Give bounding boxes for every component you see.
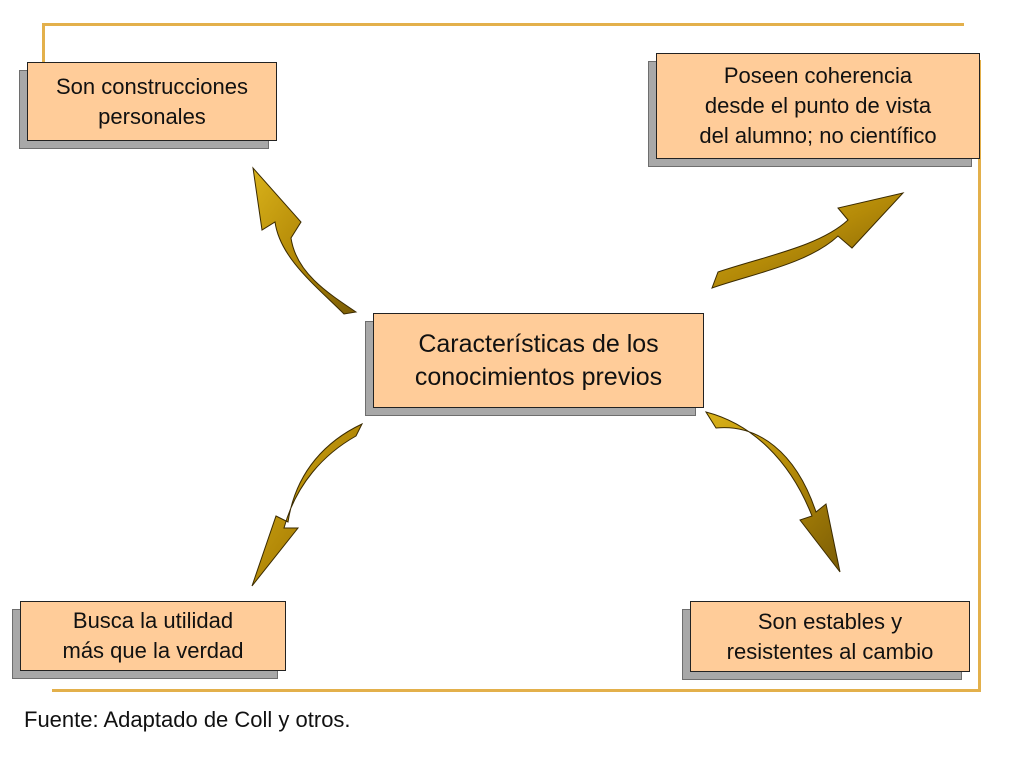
frame-top-line [42, 23, 964, 26]
center-title-line: Características de los [418, 329, 659, 358]
source-caption: Fuente: Adaptado de Coll y otros. [24, 707, 351, 732]
node-text-line: más que la verdad [62, 638, 244, 663]
node-text-line: desde el punto de vista [704, 93, 932, 118]
frame-left-line [42, 23, 45, 75]
node-center: Características de los conocimientos pre… [365, 313, 704, 416]
node-text-line: del alumno; no científico [699, 123, 937, 148]
arrow-to-bottom-left [251, 422, 364, 587]
node-box: Características de los conocimientos pre… [373, 313, 704, 408]
node-box: Poseen coherencia desde el punto de vist… [656, 53, 980, 159]
arrow-to-top-left [252, 166, 358, 315]
arrow-to-top-right [711, 192, 905, 289]
node-text-line: resistentes al cambio [726, 638, 934, 664]
node-box: Busca la utilidad más que la verdad [20, 601, 286, 671]
node-text-line: personales [98, 103, 206, 129]
node-bottom-right: Son estables y resistentes al cambio [682, 601, 970, 680]
node-box: Son construcciones personales [27, 62, 277, 141]
node-top-right: Poseen coherencia desde el punto de vist… [648, 53, 980, 167]
node-box: Son estables y resistentes al cambio [690, 601, 970, 672]
node-text-line: Poseen coherencia [723, 63, 913, 88]
node-text-line: Son construcciones [56, 73, 248, 99]
node-bottom-left: Busca la utilidad más que la verdad [12, 601, 286, 679]
frame-bottom-line [52, 689, 978, 692]
frame-right-line [978, 60, 981, 692]
node-text-line: Busca la utilidad [72, 608, 234, 633]
node-text-line: Son estables y [757, 608, 903, 634]
arrow-to-bottom-right [704, 411, 841, 573]
node-top-left: Son construcciones personales [19, 62, 277, 149]
center-title-line: conocimientos previos [414, 362, 663, 391]
